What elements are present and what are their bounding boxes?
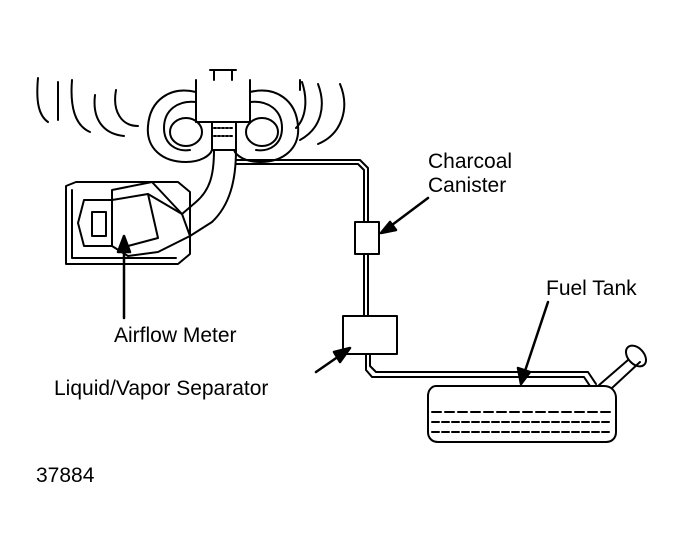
separator-label: Liquid/Vapor Separator (54, 377, 269, 400)
vent-hose (235, 159, 597, 387)
charcoal-canister-label: Charcoal Canister (428, 150, 512, 197)
fuel-tank-label: Fuel Tank (546, 277, 637, 300)
charcoal-canister-label-line2: Canister (428, 173, 507, 197)
airflow-meter-label: Airflow Meter (114, 324, 237, 347)
airflow-meter (65, 181, 191, 265)
leader-arrows (116, 196, 550, 386)
separator-arrowhead (332, 346, 352, 364)
charcoal-canister (354, 221, 380, 255)
fuel-tank (427, 344, 647, 443)
intake-manifold (36, 69, 346, 163)
canister-leader-arrow (386, 196, 430, 230)
liquid-vapor-separator (342, 315, 398, 355)
canister-arrowhead (379, 220, 398, 235)
fuel-tank-leader-arrow (522, 300, 550, 376)
charcoal-canister-label-line1: Charcoal (428, 150, 513, 173)
figure-number: 37884 (36, 464, 95, 487)
fuel-tank-arrowhead (516, 366, 532, 386)
airflow-meter-arrowhead (116, 234, 132, 254)
